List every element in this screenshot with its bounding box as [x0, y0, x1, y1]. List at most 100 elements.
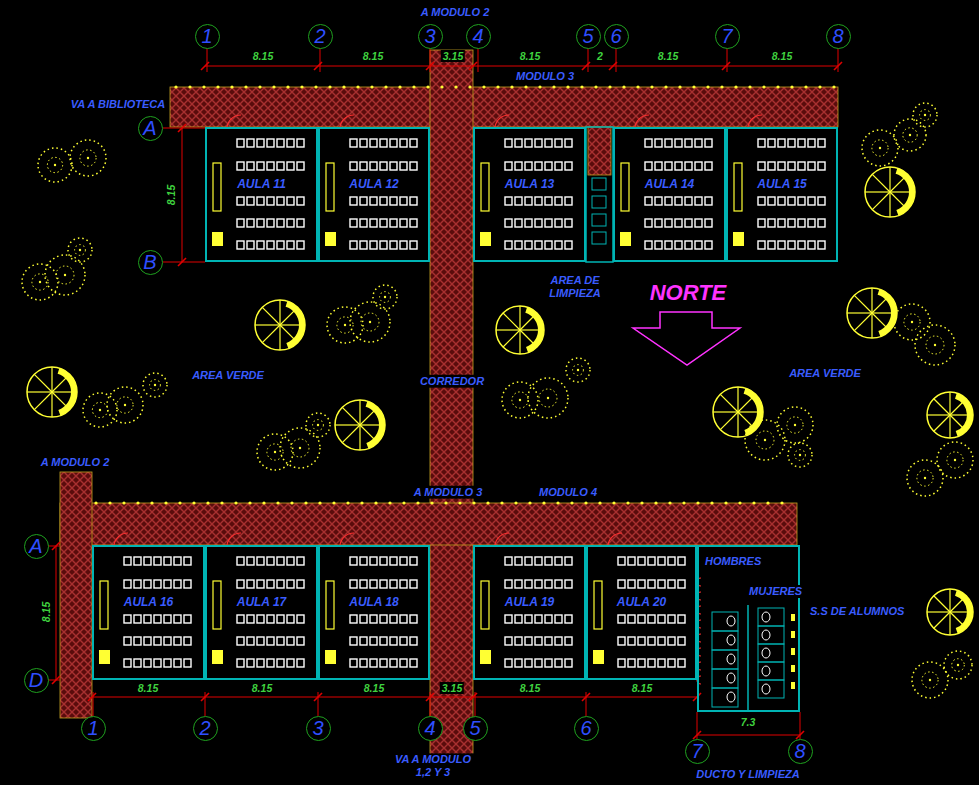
- shrub-core: [947, 452, 963, 468]
- shrub-outline: [306, 413, 330, 437]
- tree-branch: [934, 596, 950, 612]
- column-dot: [832, 85, 835, 88]
- classroom-furniture: [99, 115, 825, 667]
- grid-number: 1: [87, 718, 98, 738]
- blackboard: [100, 581, 108, 629]
- shrub-core: [92, 402, 107, 417]
- dimension-line: [163, 262, 205, 263]
- shrub-outline: [373, 285, 397, 309]
- desk: [555, 637, 562, 645]
- tree-branch: [262, 325, 280, 343]
- desk: [154, 637, 161, 645]
- shrub-core: [380, 292, 391, 303]
- desk: [685, 219, 692, 227]
- desk: [678, 615, 685, 623]
- column-dot: [398, 85, 401, 88]
- grid-bubble: 6: [574, 716, 599, 741]
- desk: [380, 162, 387, 170]
- desk: [360, 557, 367, 565]
- column-dot: [696, 501, 699, 504]
- desk: [380, 615, 387, 623]
- toilet: [762, 630, 770, 640]
- tree-crown: [335, 400, 385, 450]
- column-dot: [724, 501, 727, 504]
- desk: [287, 241, 294, 249]
- desk: [164, 580, 171, 588]
- desk: [277, 637, 284, 645]
- column-dot: [598, 501, 601, 504]
- desk: [134, 557, 141, 565]
- grid-number: 2: [199, 718, 210, 738]
- desk: [400, 637, 407, 645]
- desk: [705, 197, 712, 205]
- shrub-center: [954, 459, 956, 461]
- desk: [237, 659, 244, 667]
- shrub: [528, 378, 568, 418]
- desk: [545, 241, 552, 249]
- cleaning-fixture: [592, 214, 606, 226]
- shrub: [83, 393, 117, 427]
- desk: [565, 659, 572, 667]
- toilet-stall: [712, 669, 738, 688]
- door-swing: [227, 115, 241, 127]
- desk: [297, 197, 304, 205]
- cleaning-room: [586, 127, 613, 262]
- tree-crown: [496, 306, 544, 354]
- shrub-center: [124, 404, 126, 406]
- shrub-core: [75, 245, 86, 256]
- shrub-core: [922, 672, 938, 688]
- desk: [758, 241, 765, 249]
- dimension-line: [697, 735, 800, 736]
- tree-branch: [854, 295, 872, 313]
- classroom-name: AULA 11: [235, 178, 288, 192]
- desk: [164, 637, 171, 645]
- desk: [360, 219, 367, 227]
- desk: [788, 241, 795, 249]
- desk: [655, 219, 662, 227]
- desk: [380, 139, 387, 147]
- desk: [277, 580, 284, 588]
- column-dot: [360, 501, 363, 504]
- tree-branch: [934, 612, 950, 628]
- column-dot: [188, 85, 191, 88]
- desk: [267, 557, 274, 565]
- desk: [788, 219, 795, 227]
- module-name: MODULO 3: [514, 70, 576, 83]
- desk: [535, 615, 542, 623]
- restroom-label: HOMBRES: [703, 555, 763, 568]
- desk: [174, 557, 181, 565]
- desk: [370, 197, 377, 205]
- column-dot: [328, 85, 331, 88]
- desk: [277, 139, 284, 147]
- grid-number: 1: [201, 26, 212, 46]
- classroom: AULA 12: [318, 127, 430, 262]
- grid-bubble: 8: [788, 739, 813, 764]
- tree-branch: [889, 167, 890, 192]
- dimension-line: [207, 48, 208, 72]
- dimension: 8.15: [165, 183, 177, 207]
- tree-branch: [854, 313, 872, 331]
- desk: [535, 557, 542, 565]
- desk: [134, 659, 141, 667]
- desk: [798, 162, 805, 170]
- tree-branch: [335, 424, 360, 425]
- tree-shadow: [896, 168, 915, 215]
- desk: [277, 241, 284, 249]
- column-dot: [556, 501, 559, 504]
- desk: [685, 162, 692, 170]
- blackboard: [734, 163, 742, 211]
- sink: [791, 682, 795, 689]
- desk: [390, 162, 397, 170]
- desk: [678, 580, 685, 588]
- tree-branch: [927, 611, 950, 612]
- restroom-fixtures: [697, 578, 795, 712]
- shrub: [894, 119, 926, 151]
- desk: [297, 637, 304, 645]
- desk: [297, 139, 304, 147]
- column-dot: [202, 85, 205, 88]
- shrub-core: [291, 439, 309, 457]
- shrub-outline: [70, 140, 106, 176]
- tree: [496, 306, 544, 354]
- desk: [257, 615, 264, 623]
- desk: [287, 580, 294, 588]
